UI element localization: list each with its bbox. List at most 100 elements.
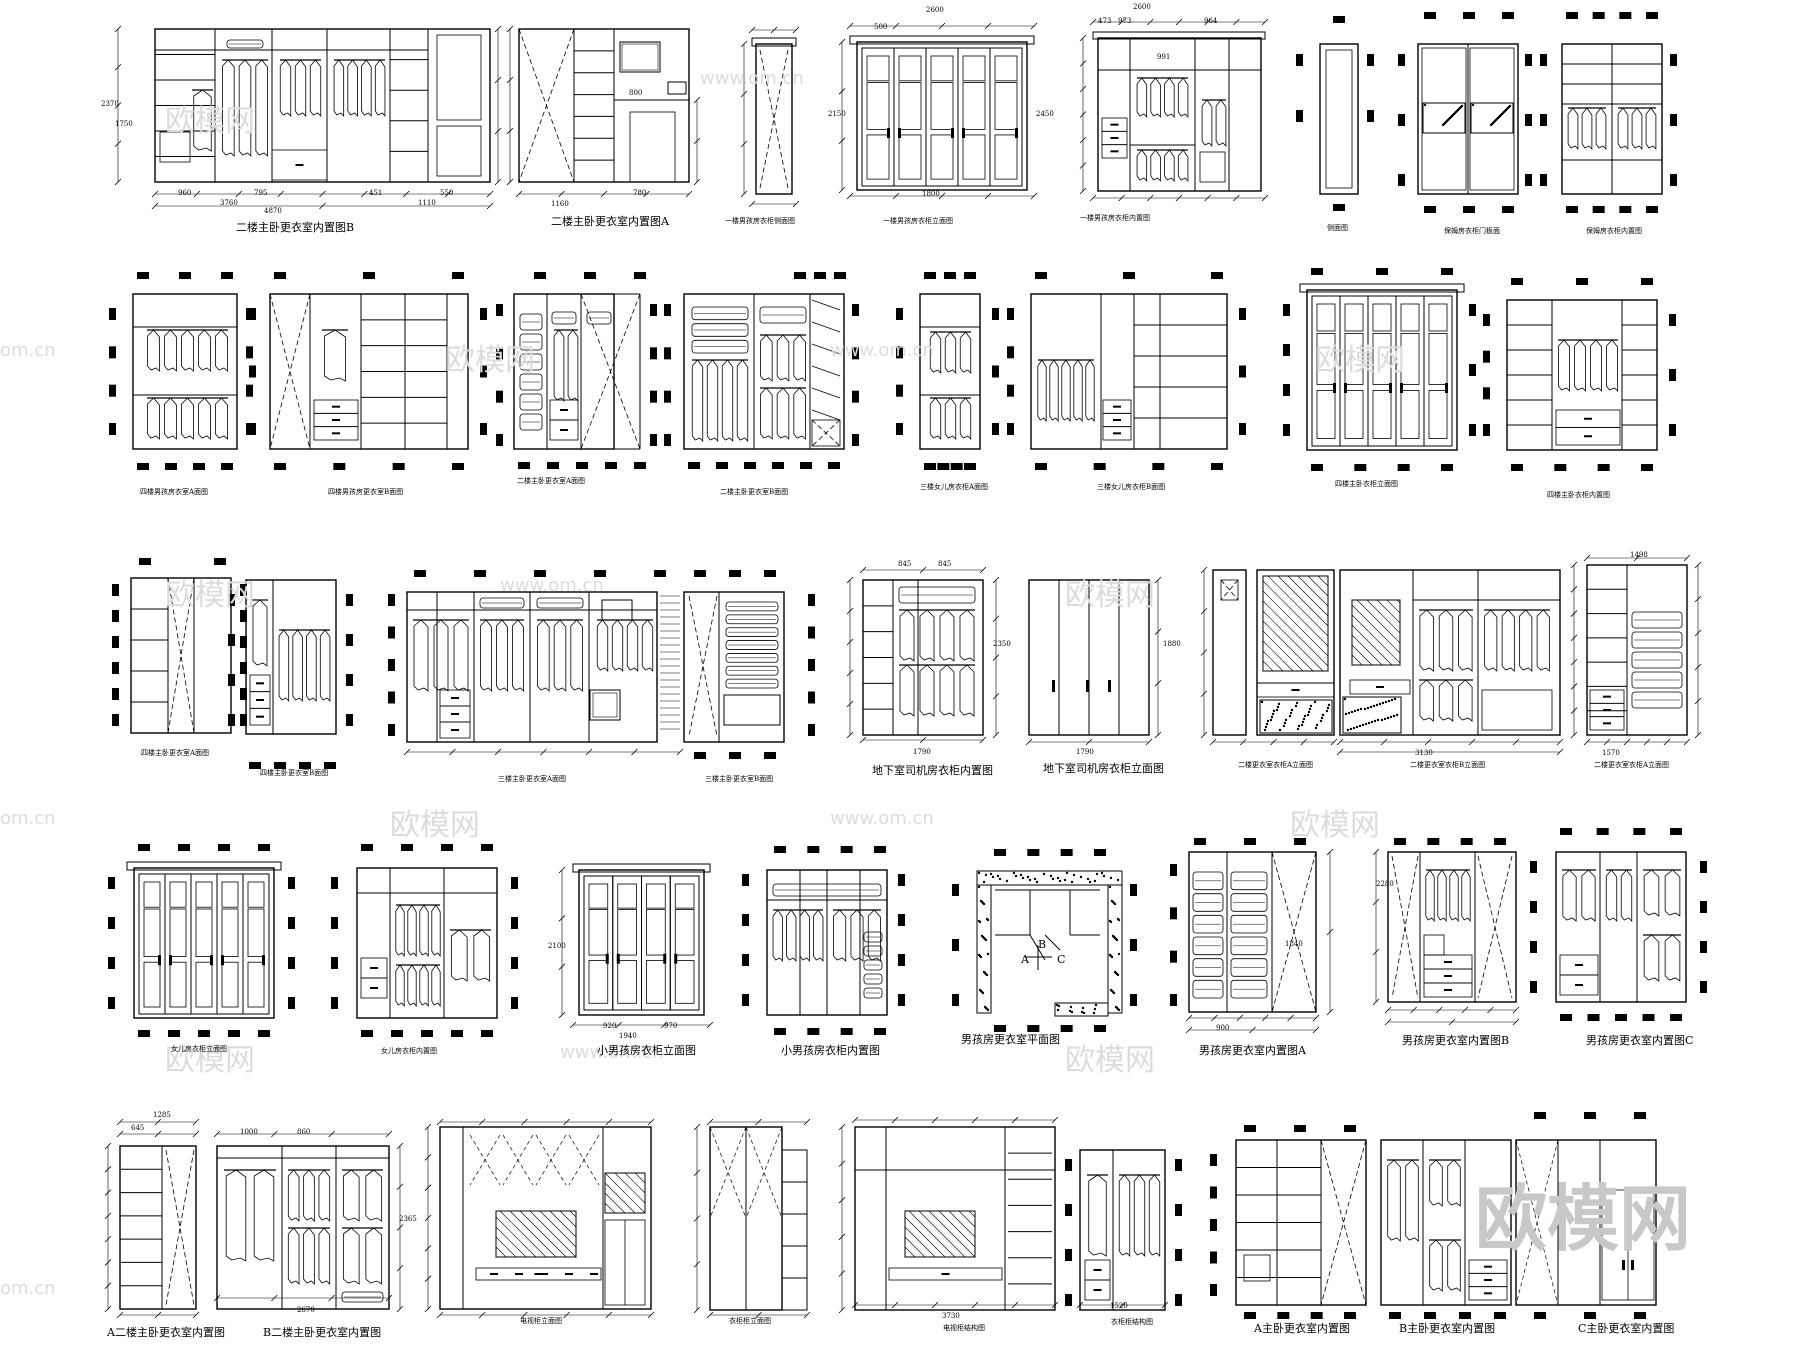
hanging-garment	[395, 904, 405, 958]
dimension-tick-block	[1367, 54, 1374, 66]
dimension-tick	[116, 1118, 124, 1126]
dimension-tick	[1372, 948, 1380, 956]
tall-door	[427, 28, 491, 183]
pattern-dot	[1116, 917, 1120, 921]
dimension-tick-block	[800, 462, 812, 469]
hanging-garment	[1643, 934, 1660, 982]
door-inset-mid	[1372, 333, 1392, 385]
dimension-tick-block	[808, 659, 815, 671]
cabinet-outline	[133, 867, 275, 1019]
hanging-garment	[611, 619, 624, 672]
dimension-tick-block	[1175, 1159, 1182, 1171]
door-swing-marker	[811, 419, 841, 447]
safe-door	[592, 692, 618, 718]
dimension-tick-block	[1398, 174, 1405, 186]
dimension-tick	[558, 1011, 566, 1019]
dimension-tick-block	[742, 994, 749, 1006]
cabinet-outline	[1256, 569, 1335, 736]
hatch-line	[509, 1210, 557, 1258]
dimension-tick	[1185, 1014, 1193, 1022]
dimension-tick-block	[1210, 1284, 1217, 1296]
dimension-tick	[1570, 683, 1578, 690]
door-panel	[669, 875, 700, 1011]
folded-clothes-stack	[1192, 871, 1224, 891]
pattern-dot	[982, 970, 986, 974]
dimension-tick	[891, 1301, 899, 1309]
hanging-clothes-group	[1088, 1174, 1107, 1257]
hanging-garment	[813, 909, 824, 963]
dimension-tick-block	[898, 128, 901, 139]
decorative-pattern-panel	[1422, 102, 1466, 134]
dimension-tick	[851, 1116, 859, 1124]
dimension-tick	[971, 1116, 979, 1124]
hatch-line	[549, 1210, 577, 1238]
dimension-tick	[154, 1130, 162, 1138]
dimension-label: 1750	[115, 120, 133, 128]
dimension-tick-block	[1354, 464, 1367, 471]
dimension-tick-block	[331, 917, 338, 929]
pattern-dot	[1028, 878, 1032, 882]
dimension-tick	[558, 963, 566, 970]
hanging-garment	[641, 619, 654, 672]
hanging-clothes-group	[413, 619, 469, 692]
pattern-dot	[986, 952, 990, 956]
dimension-tick	[693, 1123, 701, 1131]
dimension-tick-block	[388, 626, 395, 639]
dimension-tick-block	[1239, 365, 1246, 378]
dimension-tick-block	[1333, 204, 1345, 211]
dimension-tick	[1147, 194, 1154, 202]
hanging-clothes-group	[1617, 107, 1657, 151]
dimension-tick-block	[331, 997, 338, 1009]
drawing-caption: 女儿房衣柜立面图	[171, 1045, 227, 1053]
dimension-tick-block	[1210, 1251, 1217, 1264]
dimension-label: 3130	[1415, 749, 1433, 757]
dimension-tick-block	[664, 304, 671, 316]
dimension-tick-block	[1631, 1260, 1634, 1270]
dimension-tick-block	[1367, 110, 1374, 122]
pattern-dot	[1423, 103, 1427, 107]
dimension-tick-block	[1170, 864, 1177, 876]
hatch-line	[569, 1210, 577, 1218]
dimension-tick	[1119, 1301, 1126, 1309]
pattern-dot	[1284, 718, 1288, 722]
cabinet-outline	[1079, 1149, 1166, 1311]
hanging-garment	[333, 59, 345, 118]
hanging-garment	[1438, 609, 1454, 672]
dimension-tick-block	[1015, 128, 1018, 139]
hanging-clothes-group	[225, 1169, 275, 1262]
door-swing-marker	[1391, 855, 1419, 999]
drawing-caption: 男孩房更衣室内置图C	[1586, 1034, 1694, 1047]
dimension-tick-block	[108, 877, 115, 889]
dimension-tick-block	[834, 272, 846, 279]
dimension-tick-block	[887, 128, 890, 139]
dimension-tick-block	[240, 714, 247, 726]
hanging-clothes-group	[1605, 869, 1633, 922]
door-panel	[1421, 47, 1467, 191]
dimension-tick-block	[1424, 206, 1436, 213]
pattern-dot	[1056, 876, 1060, 880]
dimension-tick-block	[742, 914, 749, 926]
hanging-garment	[1501, 609, 1515, 672]
dimension-tick-block	[605, 462, 617, 469]
dimension-tick-block	[807, 846, 820, 853]
drawing-caption: 一楼男孩房衣柜内置图	[1080, 214, 1150, 222]
folded-clothes-stack	[519, 393, 543, 411]
pattern-dot	[983, 1005, 987, 1009]
hanging-garment	[303, 1227, 315, 1285]
door-inset-top	[646, 883, 666, 909]
dimension-label: 900	[1216, 1024, 1230, 1032]
hanging-clothes-group	[691, 359, 749, 442]
door-swing-marker	[1320, 1139, 1367, 1306]
dimension-tick-block	[1113, 432, 1121, 435]
dimension-tick-block	[772, 462, 784, 469]
dimension-tick	[1076, 1301, 1084, 1309]
dimension-tick-block	[240, 610, 247, 622]
dimension-tick	[569, 1021, 577, 1029]
hanging-garment	[1643, 869, 1660, 917]
dimension-tick-block	[168, 1030, 180, 1037]
dimension-tick-block	[1007, 384, 1014, 397]
dimension-tick-block	[1511, 278, 1523, 285]
hanging-garment	[238, 59, 252, 157]
door-swing-marker	[580, 293, 641, 450]
folded-clothes-stack	[725, 640, 779, 650]
